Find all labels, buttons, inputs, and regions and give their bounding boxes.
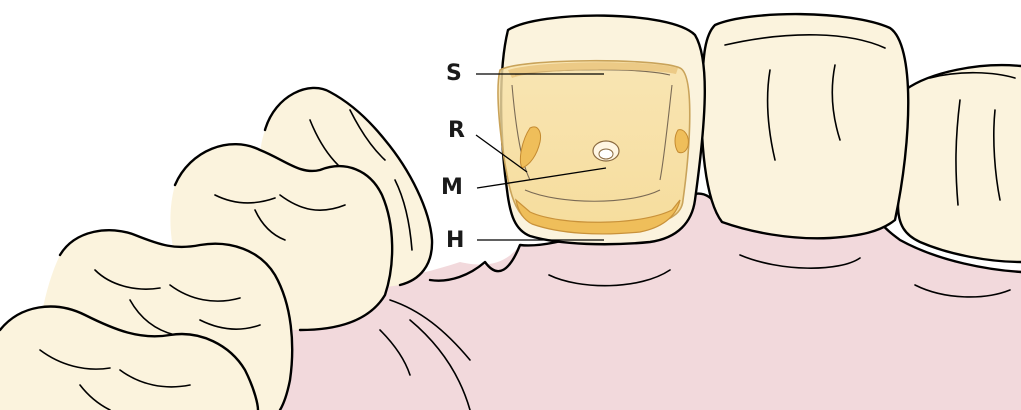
label-s: S bbox=[446, 61, 462, 86]
tooth-right-central bbox=[702, 14, 909, 238]
label-h: H bbox=[446, 228, 464, 253]
label-m: M bbox=[441, 175, 463, 200]
tooth-right-lateral bbox=[897, 65, 1021, 262]
label-r: R bbox=[448, 118, 465, 143]
